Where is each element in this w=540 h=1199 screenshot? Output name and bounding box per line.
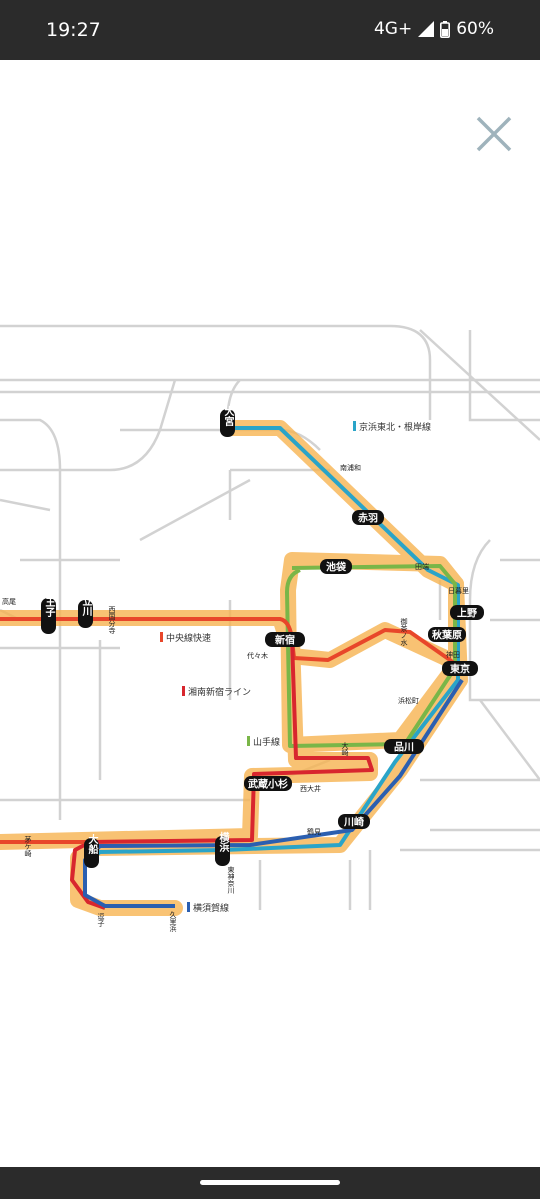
status-time: 19:27: [46, 19, 101, 41]
station-ikebukuro: 池袋: [320, 559, 352, 574]
yokosuka-line: [83, 678, 464, 908]
svg-text:大宮: 大宮: [222, 405, 234, 427]
station-kawasaki: 川崎: [338, 814, 370, 829]
station-chigasaki: 茅ケ崎: [24, 835, 32, 857]
station-takao: 高尾: [2, 597, 16, 606]
station-tsurumi: 鶴見: [307, 827, 321, 836]
svg-text:川崎: 川崎: [343, 816, 364, 829]
station-hamamatsucho: 浜松町: [398, 696, 419, 705]
station-kanda: 神田: [446, 650, 460, 659]
svg-text:八王子: 八王子: [43, 587, 56, 618]
close-icon[interactable]: [474, 114, 514, 154]
station-nishioi: 西大井: [300, 784, 321, 793]
legend-shonan: 湘南新宿ライン: [188, 686, 251, 698]
battery-level: 60%: [456, 19, 494, 39]
background-network: [0, 324, 540, 910]
svg-text:横浜: 横浜: [217, 831, 229, 853]
svg-text:上野: 上野: [457, 607, 477, 620]
major-stations: 赤羽 池袋 新宿 上野 秋葉原 東京 品川 武蔵小杉 川崎: [244, 510, 484, 829]
station-shinagawa: 品川: [384, 739, 424, 754]
legend-keihin: 京浜東北・根岸線: [359, 421, 431, 433]
station-osaki: 大崎: [341, 741, 349, 756]
station-yokohama: 横浜: [215, 831, 230, 866]
shonan-shinjuku-line: [70, 639, 374, 910]
legend-chuo: 中央線快速: [166, 632, 211, 644]
svg-text:新宿: 新宿: [275, 634, 295, 647]
minor-stations: 南浦和 田端 日暮里 神田 御茶ノ水 代々木 浜松町 大崎 西大井 鶴見 東神奈…: [2, 463, 469, 933]
station-minamiurawa: 南浦和: [340, 463, 361, 472]
station-hachioji: 八王子: [41, 587, 56, 634]
svg-text:秋葉原: 秋葉原: [432, 629, 462, 642]
keihin-tohoku-line: [93, 426, 460, 858]
battery-icon: [440, 20, 451, 38]
svg-text:東京: 東京: [450, 663, 470, 676]
svg-text:赤羽: 赤羽: [358, 512, 378, 525]
legend: 京浜東北・根岸線 中央線快速 湘南新宿ライン 山手線 横須賀線: [160, 421, 431, 914]
station-nippori: 日暮里: [448, 586, 469, 595]
station-omiya: 大宮: [220, 405, 235, 437]
station-tachikawa: 立川: [78, 595, 93, 628]
svg-text:立川: 立川: [80, 595, 93, 617]
station-ueno: 上野: [450, 605, 484, 620]
svg-text:武蔵小杉: 武蔵小杉: [248, 778, 288, 791]
status-icons: 4G+ 60%: [374, 19, 494, 39]
station-ochanomizu: 御茶ノ水: [400, 617, 408, 646]
station-ofuna: 大船: [84, 833, 99, 868]
major-stations-vertical: 大宮 八王子 立川 横浜 大船: [41, 405, 235, 868]
svg-text:大船: 大船: [86, 833, 98, 855]
station-akihabara: 秋葉原: [428, 627, 466, 642]
station-kurihama: 久里浜: [169, 910, 177, 933]
station-yoyogi: 代々木: [247, 651, 268, 660]
svg-text:品川: 品川: [394, 742, 414, 754]
signal-icon: [418, 21, 435, 37]
legend-yamanote: 山手線: [253, 736, 280, 748]
station-shinjuku: 新宿: [265, 632, 305, 647]
svg-text:池袋: 池袋: [326, 561, 347, 574]
station-nishikokubunji: 西国分寺: [108, 606, 116, 634]
station-higashikanagawa: 東神奈川: [227, 865, 235, 894]
station-musashikosugi: 武蔵小杉: [244, 776, 292, 791]
network-type: 4G+: [373, 19, 413, 39]
station-tabata: 田端: [415, 562, 429, 571]
legend-yokosuka: 横須賀線: [193, 902, 229, 914]
station-zushi: 逗子: [97, 912, 105, 927]
station-tokyo: 東京: [442, 661, 478, 676]
station-akabane: 赤羽: [352, 510, 384, 525]
home-gesture-handle[interactable]: [200, 1180, 340, 1185]
route-map: 京浜東北・根岸線 中央線快速 湘南新宿ライン 山手線 横須賀線 赤羽 池袋 新宿…: [0, 324, 540, 933]
status-bar: 19:27 4G+ 60%: [0, 0, 540, 60]
